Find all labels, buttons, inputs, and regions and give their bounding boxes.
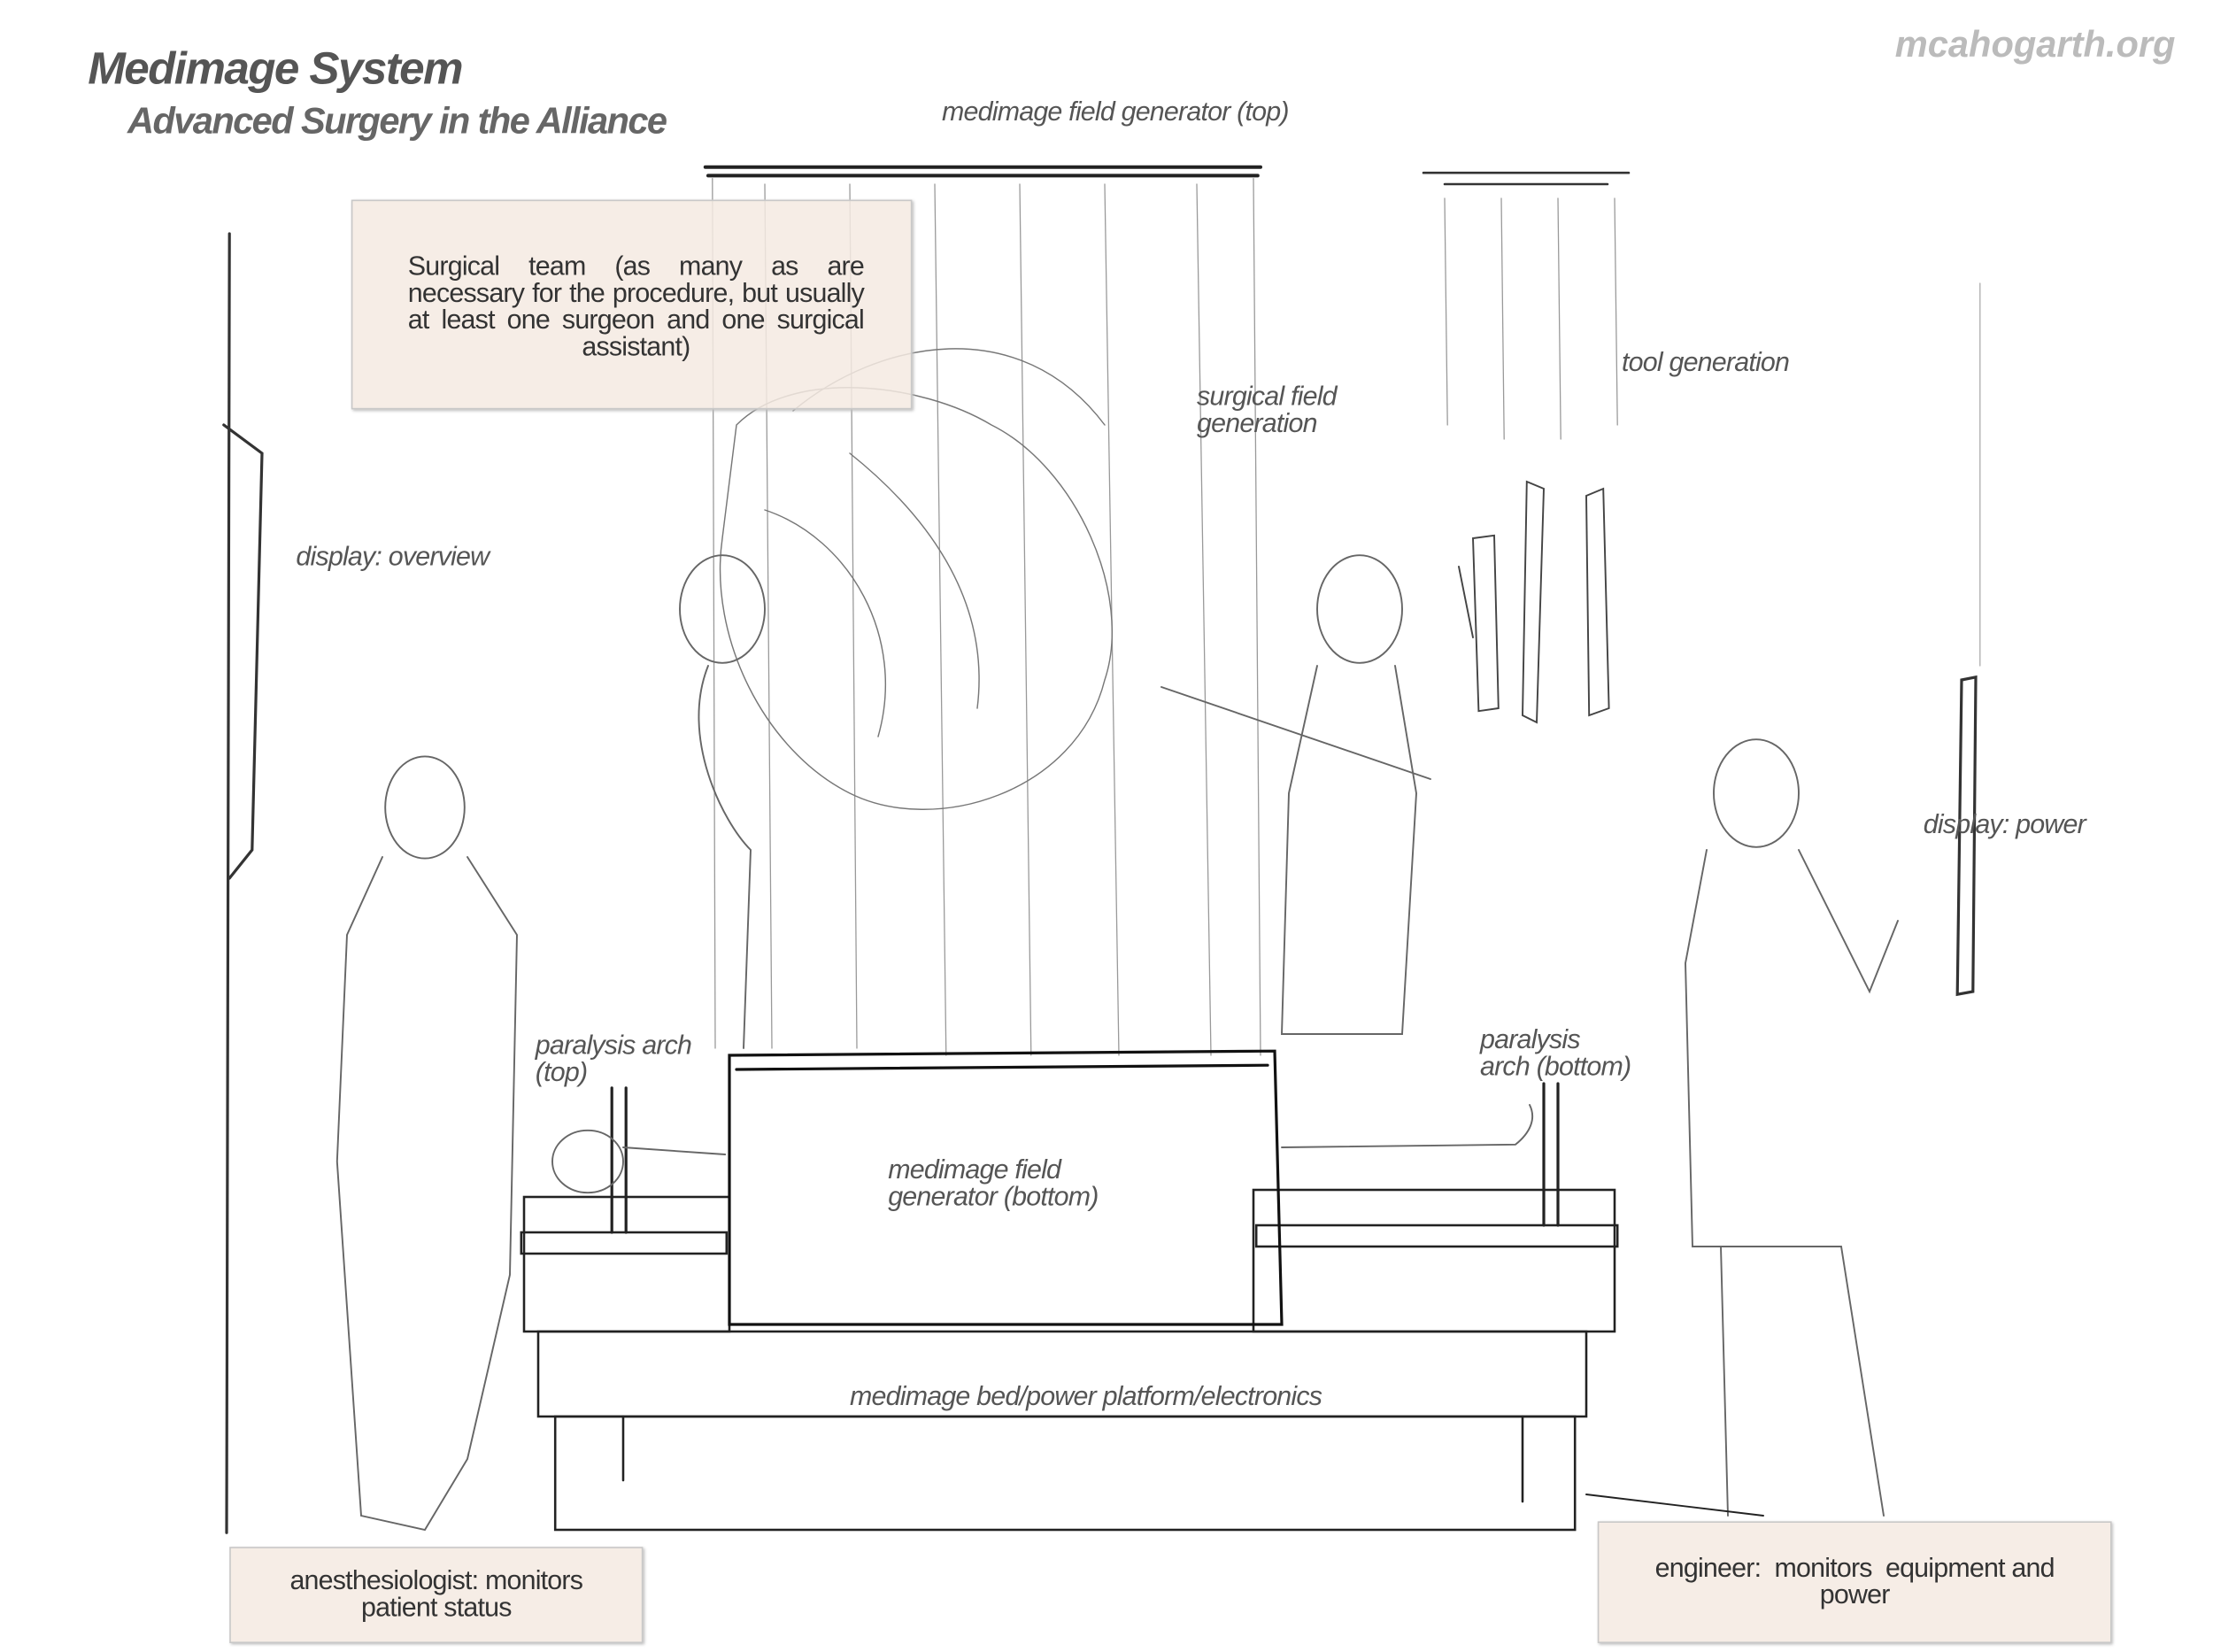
tools-sketch: [1458, 480, 1610, 724]
callout-engineer: engineer: monitors equipment and power: [1597, 1521, 2112, 1643]
diagram-subtitle: Advanced Surgery in the Alliance: [127, 99, 667, 142]
diagram-title: Medimage System: [88, 42, 463, 94]
patient-sketch: [551, 1104, 1534, 1194]
top-field-generator-sketch: [703, 165, 1631, 186]
label-tool-generation: tool generation: [1622, 348, 1790, 379]
label-line: (top): [535, 1058, 588, 1088]
medimage-bed-sketch: [520, 1188, 1619, 1532]
anesthesiologist-figure: [335, 755, 518, 1532]
label-line: paralysis arch: [535, 1031, 692, 1061]
callout-surgical-team: Surgical team (as many as are necessary …: [351, 199, 913, 410]
label-surgical-field: surgical field generation: [1197, 382, 1338, 439]
label-display-overview: display: overview: [296, 542, 490, 573]
label-paralysis-arch-top: paralysis arch (top): [535, 1031, 692, 1088]
label-paralysis-arch-bottom: paralysis arch (bottom): [1480, 1027, 1631, 1081]
label-line: generation: [1197, 409, 1317, 439]
label-field-generator-top: medimage field generator (top): [942, 97, 1289, 127]
label-line: medimage field: [888, 1155, 1061, 1186]
paralysis-arches-sketch: [610, 1082, 1560, 1234]
label-display-power: display: power: [1923, 810, 2086, 840]
credit-watermark: mcahogarth.org: [1894, 22, 2176, 66]
field-generator-bottom-sketch: [728, 1049, 1284, 1326]
label-line: paralysis: [1480, 1025, 1581, 1055]
label-line: generator (bottom): [888, 1183, 1099, 1213]
label-bed: medimage bed/power platform/electronics: [850, 1382, 1322, 1413]
surgeon-figure: [679, 554, 766, 1049]
display-overview-sketch: [222, 232, 264, 1534]
callout-text: anesthesiologist: monitors patient statu…: [289, 1566, 583, 1624]
assistant-figure: [1160, 554, 1431, 1035]
callout-text: engineer: monitors equipment and power: [1654, 1554, 2062, 1611]
hologram-heart-sketch: [719, 348, 1113, 810]
label-line: arch (bottom): [1480, 1052, 1631, 1083]
label-line: surgical field: [1197, 382, 1338, 413]
display-power-sketch: [1955, 282, 1981, 997]
callout-anesthesiologist: anesthesiologist: monitors patient statu…: [229, 1547, 644, 1643]
label-field-generator-bottom: medimage field generator (bottom): [888, 1155, 1099, 1213]
engineer-figure: [1585, 738, 1899, 1517]
callout-text: Surgical team (as many as are necessary …: [407, 251, 865, 363]
